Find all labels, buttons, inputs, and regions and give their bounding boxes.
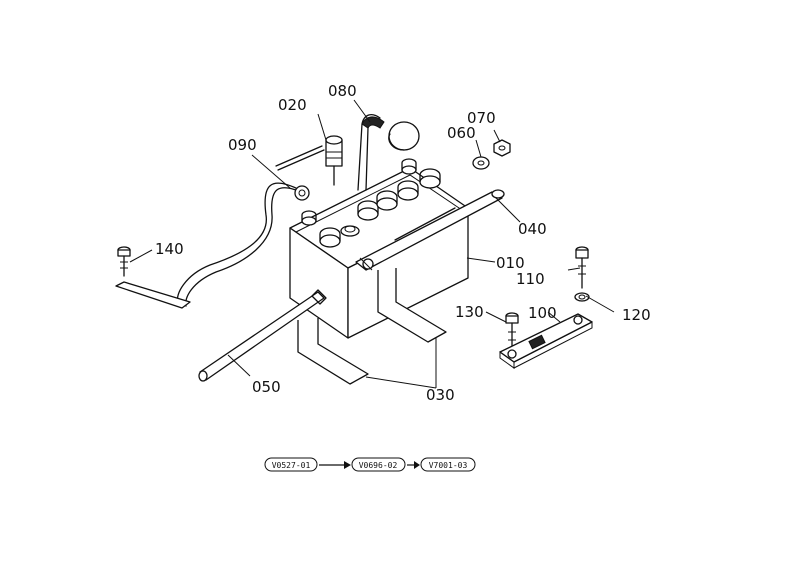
- label-090: 090: [228, 136, 257, 154]
- washer-060: [472, 156, 490, 170]
- plate-100: [499, 313, 593, 369]
- revision-sequence: V0527-01 V0696-02 V7001-03: [264, 457, 476, 472]
- revision-badge-2: V0696-02: [351, 457, 406, 472]
- label-080: 080: [328, 82, 357, 100]
- label-030: 030: [426, 386, 455, 404]
- hold-down-bar: [355, 189, 505, 271]
- arrow-icon: [407, 461, 420, 469]
- label-110: 110: [516, 270, 545, 288]
- nut-070: [493, 139, 511, 157]
- terminal-clamp: [275, 135, 343, 186]
- label-140: 140: [155, 240, 184, 258]
- label-010: 010: [496, 254, 525, 272]
- label-070: 070: [467, 109, 496, 127]
- label-050: 050: [252, 378, 281, 396]
- battery-terminal-right: [401, 158, 417, 175]
- part-labels: 010 020 030 040 050 060 070 080 090 100 …: [155, 82, 651, 404]
- battery-terminal-left: [301, 210, 317, 226]
- terminal-cable-080: [357, 113, 420, 191]
- ground-cable: [115, 182, 310, 309]
- revision-badge-3: V7001-03: [420, 457, 476, 472]
- arrow-icon: [319, 461, 351, 469]
- cell-caps: [319, 168, 441, 248]
- revision-badge-1: V0527-01: [264, 457, 318, 472]
- svg-text:V0696-02: V0696-02: [359, 461, 398, 470]
- label-120: 120: [622, 306, 651, 324]
- bolt-140: [117, 246, 131, 277]
- leader-lines: [129, 99, 615, 377]
- svg-text:V0527-01: V0527-01: [272, 461, 311, 470]
- label-100: 100: [528, 304, 557, 322]
- label-020: 020: [278, 96, 307, 114]
- label-060: 060: [447, 124, 476, 142]
- washer-120: [574, 292, 590, 302]
- label-040: 040: [518, 220, 547, 238]
- battery-brackets: [297, 268, 447, 389]
- bolt-130: [505, 312, 519, 349]
- label-130: 130: [455, 303, 484, 321]
- svg-text:V7001-03: V7001-03: [429, 461, 468, 470]
- bolt-110: [575, 246, 589, 289]
